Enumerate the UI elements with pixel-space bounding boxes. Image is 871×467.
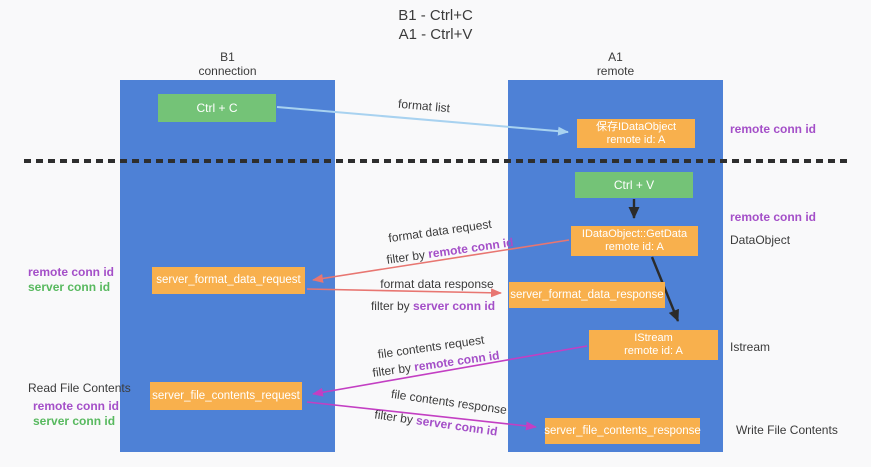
save-idataobject-line2: remote id: A xyxy=(606,133,666,146)
server-file-contents-request-box: server_file_contents_request xyxy=(150,382,302,410)
write-file-contents-label: Write File Contents xyxy=(736,423,838,437)
filter-prefix: filter by xyxy=(385,247,430,267)
server-format-data-request-box: server_format_data_request xyxy=(152,267,305,294)
remote-conn-id-label-left-2: remote conn id xyxy=(33,399,120,413)
ctrl-v-label: Ctrl + V xyxy=(613,177,655,192)
server-conn-id-label-left-1: server conn id xyxy=(28,280,111,294)
save-idataobject-box: 保存IDataObject remote id: A xyxy=(577,119,695,148)
filter-prefix: filter by xyxy=(370,299,413,313)
title-line-1: B1 - Ctrl+C xyxy=(398,7,473,24)
idataobject-getdata-box: IDataObject::GetData remote id: A xyxy=(571,226,698,256)
ctrl-v-box: Ctrl + V xyxy=(575,172,693,198)
remote-conn-id-label-right-top: remote conn id xyxy=(730,122,817,136)
lane-header-b1: B1 connection xyxy=(120,50,335,78)
diagram-title: B1 - Ctrl+C A1 - Ctrl+V xyxy=(0,6,871,44)
phase-separator-dashed-line xyxy=(24,159,848,163)
server-conn-id-label-left-2: server conn id xyxy=(33,414,116,428)
format-data-response-filter-label: filter by server conn id xyxy=(371,299,495,313)
title-line-2: A1 - Ctrl+V xyxy=(398,26,473,43)
filter-key-server-conn-id: server conn id xyxy=(412,299,496,313)
istream-line1: IStream xyxy=(634,332,673,344)
server-format-data-response-label: server_format_data_response xyxy=(510,288,664,301)
ctrl-c-label: Ctrl + C xyxy=(196,100,238,115)
lane-a1-name: A1 xyxy=(608,50,623,64)
save-idataobject-line1: 保存IDataObject xyxy=(595,120,677,133)
filter-key-server-conn-id: server conn id xyxy=(415,413,499,439)
filter-prefix: filter by xyxy=(371,360,416,380)
format-list-label: format list xyxy=(397,96,451,116)
remote-conn-id-label-left-1: remote conn id xyxy=(28,265,115,279)
server-format-data-response-box: server_format_data_response xyxy=(509,282,665,308)
getdata-line1: IDataObject::GetData xyxy=(581,228,688,240)
server-file-contents-request-label: server_file_contents_request xyxy=(152,389,300,402)
read-file-contents-label: Read File Contents xyxy=(28,381,131,395)
filter-prefix: filter by xyxy=(373,407,418,428)
lane-a1-role: remote xyxy=(596,64,635,78)
format-data-response-label: format data response xyxy=(380,277,494,291)
lane-b1-name: B1 xyxy=(220,50,235,64)
istream-side-label: Istream xyxy=(730,340,771,354)
getdata-line2: remote id: A xyxy=(605,241,664,253)
lane-b1-role: connection xyxy=(198,64,257,78)
filter-key-remote-conn-id: remote conn id xyxy=(427,235,515,261)
istream-line2: remote id: A xyxy=(624,345,683,357)
server-file-contents-response-label: server_file_contents_response xyxy=(544,424,701,437)
ctrl-c-box: Ctrl + C xyxy=(158,94,276,122)
server-file-contents-response-box: server_file_contents_response xyxy=(544,418,701,444)
dataobject-label: DataObject xyxy=(730,233,791,247)
server-format-data-request-label: server_format_data_request xyxy=(156,274,301,286)
istream-box: IStream remote id: A xyxy=(589,330,718,360)
remote-conn-id-label-right-mid: remote conn id xyxy=(730,210,817,224)
lane-header-a1: A1 remote xyxy=(508,50,723,78)
